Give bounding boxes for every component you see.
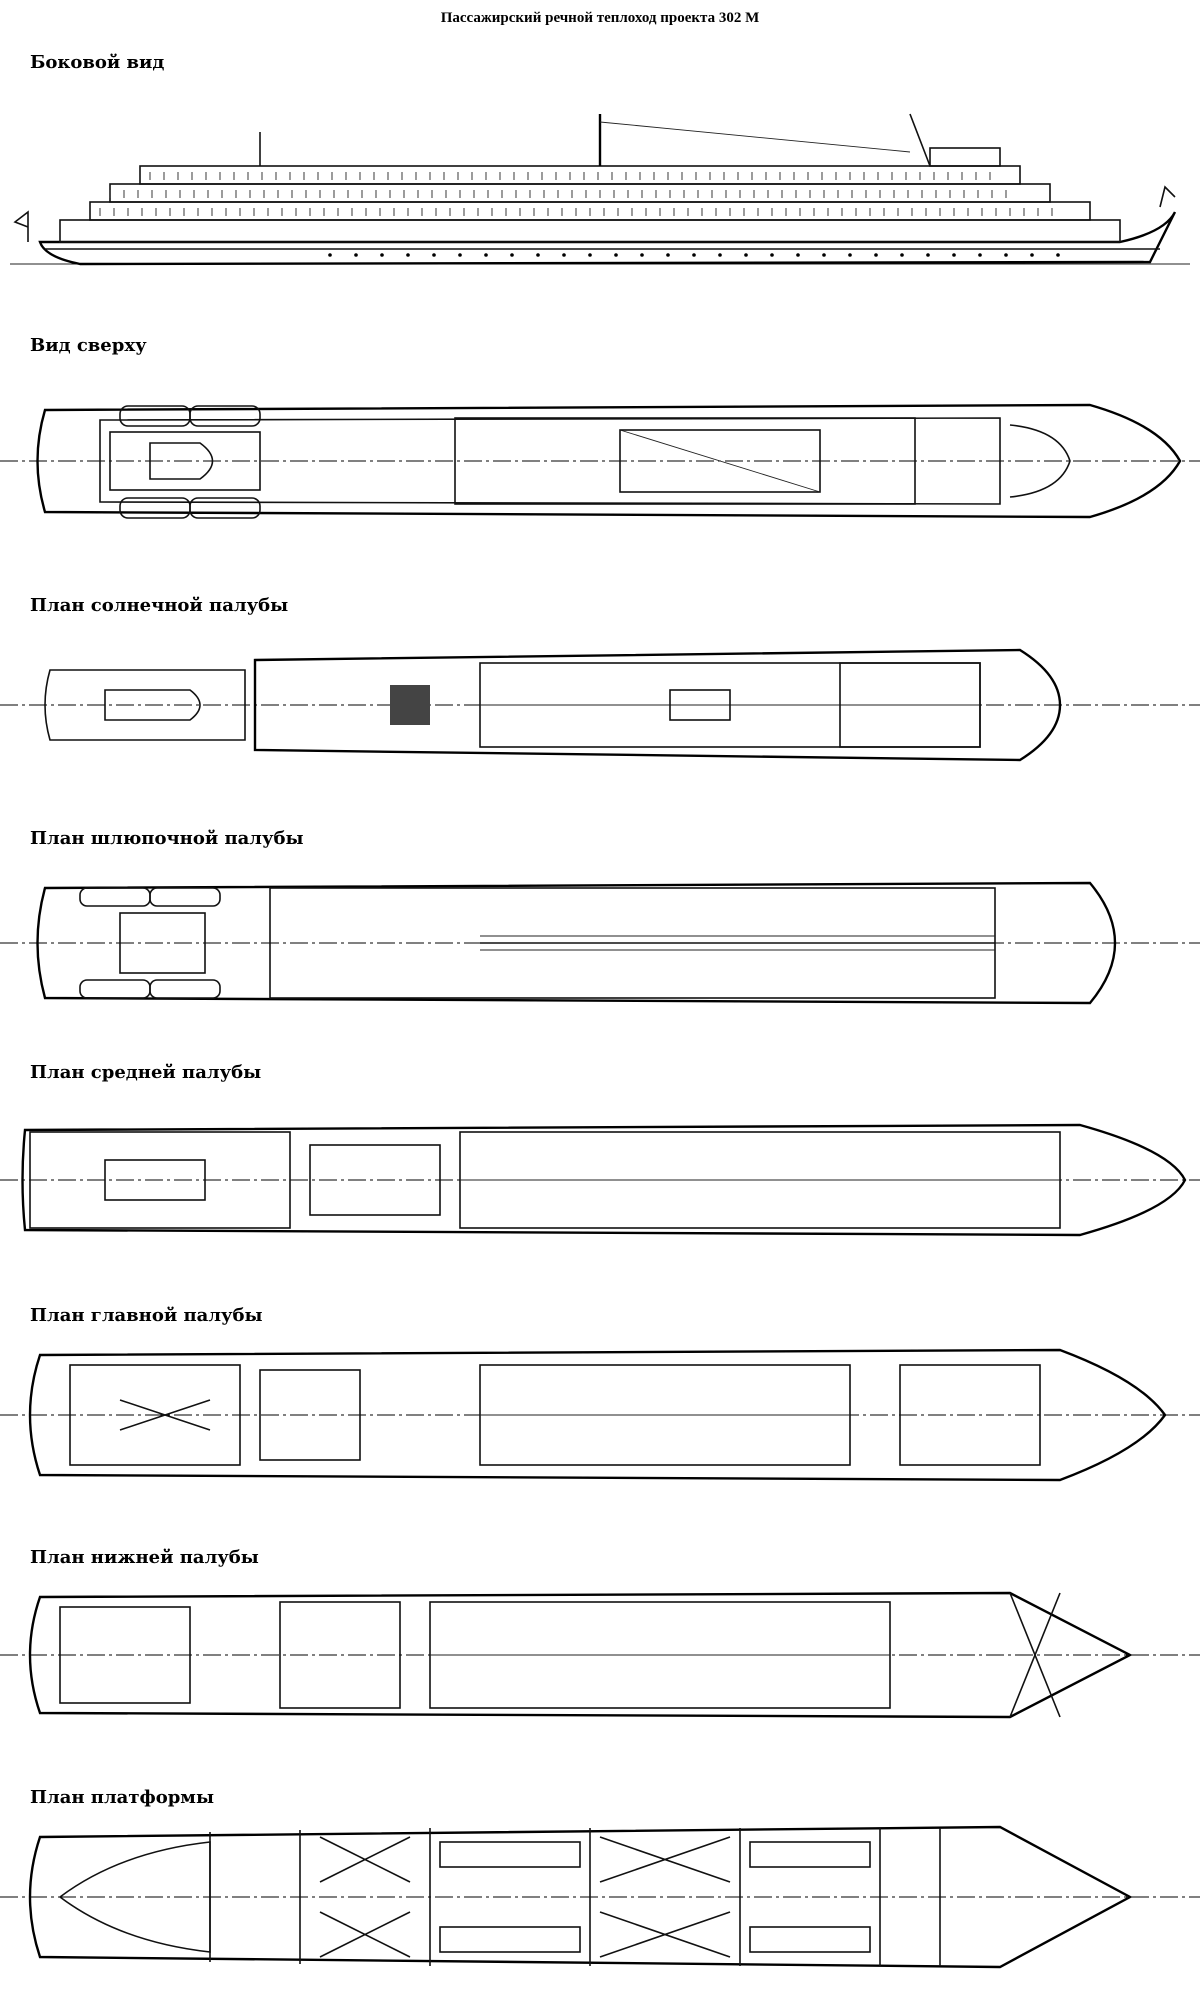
document-title: Пассажирский речной теплоход проекта 302… xyxy=(440,10,760,26)
side-view-drawing xyxy=(0,52,1200,302)
section-label-main-deck: План главной палубы xyxy=(30,1305,263,1326)
section-label-boat-deck: План шлюпочной палубы xyxy=(30,828,304,849)
platform-drawing xyxy=(0,1812,1200,1987)
top-view-drawing xyxy=(0,380,1200,560)
section-label-platform: План платформы xyxy=(30,1787,214,1808)
section-label-lower-deck: План нижней палубы xyxy=(30,1547,259,1568)
main-deck-drawing xyxy=(0,1340,1200,1500)
sun-deck-drawing xyxy=(0,635,1200,785)
lower-deck-drawing xyxy=(0,1577,1200,1737)
section-label-top-view: Вид сверху xyxy=(30,335,147,356)
section-label-middle-deck: План средней палубы xyxy=(30,1062,262,1083)
boat-deck-drawing xyxy=(0,868,1200,1018)
middle-deck-drawing xyxy=(0,1100,1200,1260)
section-label-side-view: Боковой вид xyxy=(30,52,165,73)
section-label-sun-deck: План солнечной палубы xyxy=(30,595,289,616)
